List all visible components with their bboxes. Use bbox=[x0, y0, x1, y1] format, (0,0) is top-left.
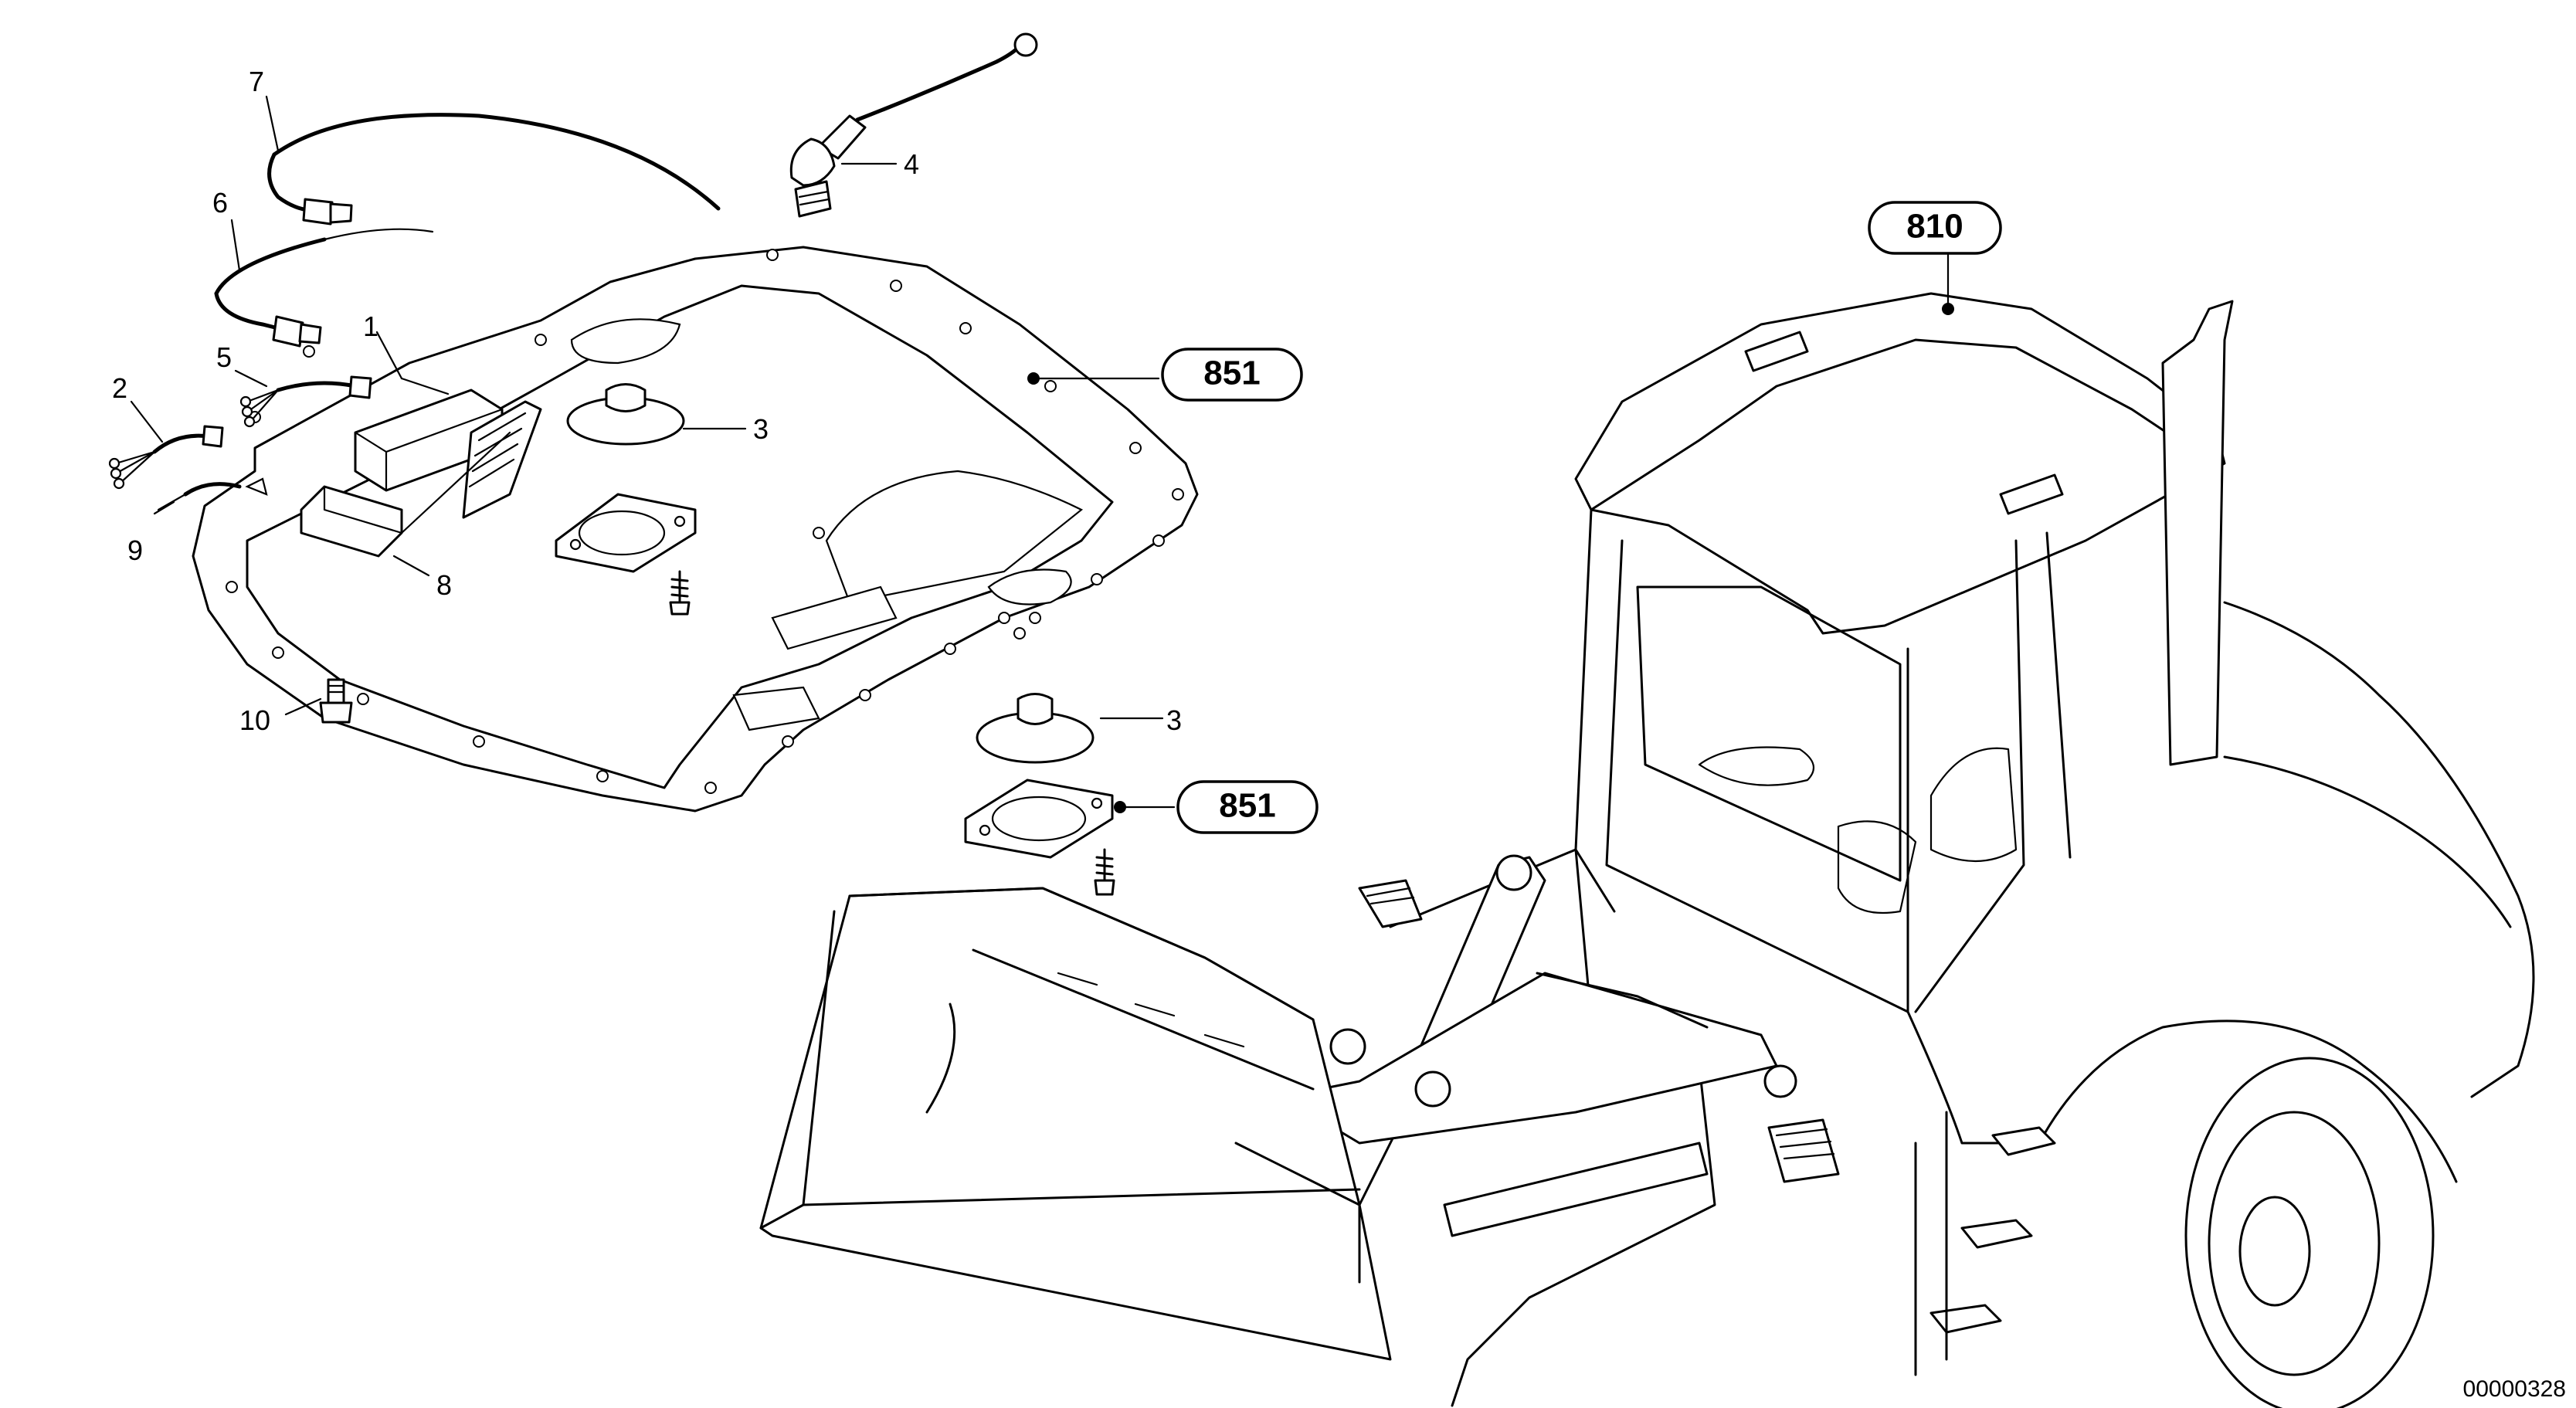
item-label-3-lower: 3 bbox=[1166, 704, 1182, 736]
item-label-5: 5 bbox=[216, 341, 232, 373]
cable-9 bbox=[157, 482, 242, 511]
item-label-7: 7 bbox=[249, 66, 264, 97]
cable-7 bbox=[267, 113, 721, 226]
cable-6 bbox=[214, 228, 434, 348]
callout-851-bottom: 851 bbox=[1176, 780, 1319, 834]
item-label-8: 8 bbox=[436, 569, 452, 601]
callout-810-label: 810 bbox=[1906, 208, 1963, 246]
callout-851-top-label: 851 bbox=[1203, 355, 1260, 392]
wheel-loader bbox=[759, 292, 2535, 1408]
item-label-2: 2 bbox=[112, 372, 127, 404]
callout-851-bottom-label: 851 bbox=[1219, 787, 1275, 825]
item-label-10: 10 bbox=[239, 704, 270, 736]
item-label-3-upper: 3 bbox=[753, 413, 769, 445]
dome-light-lower bbox=[964, 693, 1115, 896]
callout-851-top: 851 bbox=[1161, 348, 1303, 402]
bolt-10 bbox=[319, 678, 353, 724]
item-label-9: 9 bbox=[127, 534, 143, 566]
leader-lines bbox=[130, 95, 1954, 813]
item-label-6: 6 bbox=[212, 187, 228, 219]
item-label-4: 4 bbox=[904, 148, 919, 180]
callout-810: 810 bbox=[1868, 201, 2002, 255]
doc-number: 00000328 bbox=[2463, 1376, 2566, 1402]
item-label-1: 1 bbox=[363, 310, 378, 342]
cable-2 bbox=[108, 425, 224, 490]
dome-light-upper bbox=[555, 383, 697, 616]
antenna bbox=[789, 32, 1038, 218]
cable-5 bbox=[239, 375, 372, 428]
